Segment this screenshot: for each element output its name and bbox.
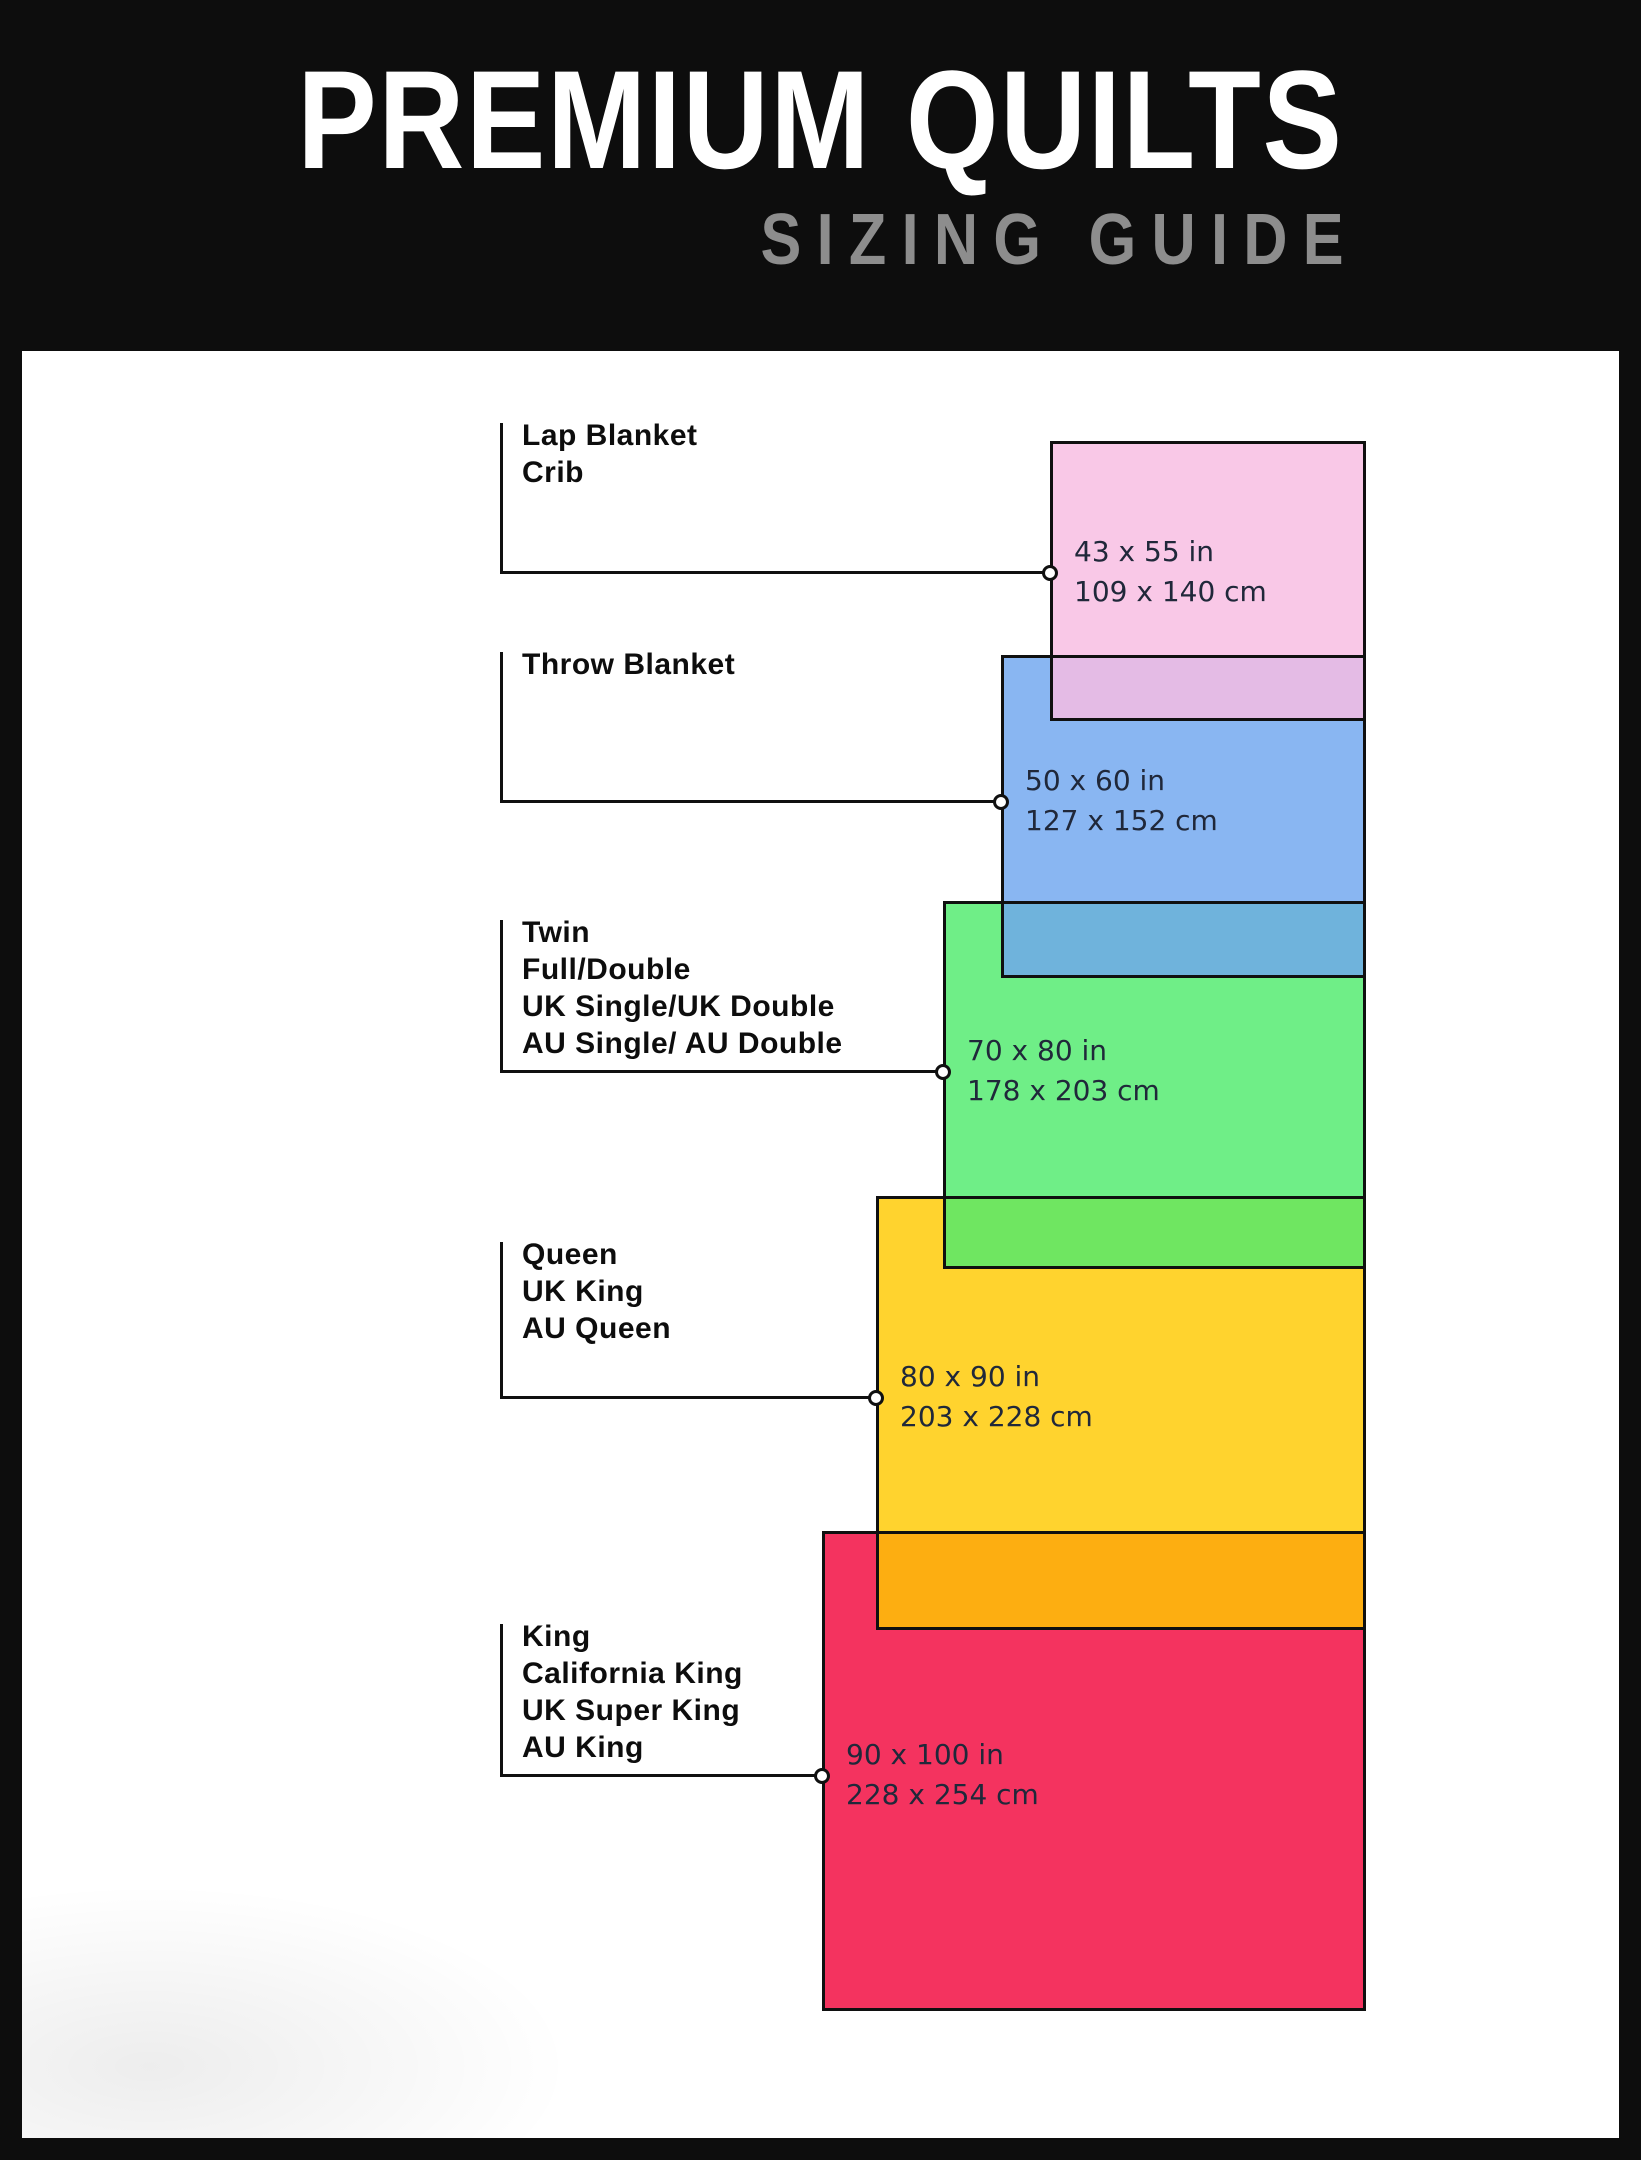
connector-line-horizontal — [500, 1396, 876, 1399]
label-line: UK Single/UK Double — [522, 990, 835, 1023]
connector-dot — [993, 794, 1009, 810]
connector-dot — [814, 1768, 830, 1784]
label-line: California King — [522, 1657, 743, 1690]
page-subtitle: SIZING GUIDE — [760, 200, 1359, 280]
dimension-cm: 127 x 152 cm — [1025, 804, 1218, 837]
connector-line-horizontal — [500, 800, 1001, 803]
connector-line-vertical — [500, 1242, 503, 1398]
connector-line-horizontal — [500, 1070, 943, 1073]
category-label-throw: Throw Blanket — [522, 646, 735, 683]
quilt-rect-throw-outline — [1001, 655, 1366, 978]
header-inner: PREMIUM QUILTS SIZING GUIDE — [297, 46, 1343, 281]
dimensions-lap-crib: 43 x 55 in 109 x 140 cm — [1074, 532, 1267, 612]
label-line: Full/Double — [522, 953, 691, 986]
connector-line-vertical — [500, 652, 503, 802]
connector-dot — [1042, 565, 1058, 581]
dimension-inches: 90 x 100 in — [846, 1738, 1004, 1771]
dimension-cm: 109 x 140 cm — [1074, 575, 1267, 608]
label-line: UK King — [522, 1275, 644, 1308]
connector-line-horizontal — [500, 1774, 822, 1777]
dimensions-king: 90 x 100 in 228 x 254 cm — [846, 1735, 1039, 1815]
label-line: AU King — [522, 1731, 644, 1764]
quilt-rect-lap-crib-outline — [1050, 441, 1366, 721]
label-line: Lap Blanket — [522, 419, 698, 452]
quilt-rect-twin-full-outline — [943, 901, 1366, 1269]
page-title: PREMIUM QUILTS — [297, 41, 1344, 198]
dimension-inches: 43 x 55 in — [1074, 535, 1215, 568]
connector-line-horizontal — [500, 571, 1050, 574]
connector-line-vertical — [500, 1624, 503, 1776]
label-line: Twin — [522, 916, 591, 949]
connector-dot — [935, 1064, 951, 1080]
dimension-inches: 70 x 80 in — [967, 1034, 1108, 1067]
quilt-rect-lap-crib — [1050, 441, 1366, 721]
dimension-cm: 228 x 254 cm — [846, 1778, 1039, 1811]
connector-dot — [868, 1390, 884, 1406]
header: PREMIUM QUILTS SIZING GUIDE — [0, 46, 1641, 281]
dimensions-queen: 80 x 90 in 203 x 228 cm — [900, 1357, 1093, 1437]
category-label-lap-crib: Lap Blanket Crib — [522, 417, 698, 491]
label-line: AU Queen — [522, 1312, 672, 1345]
connector-line-vertical — [500, 920, 503, 1072]
category-label-twin-full: Twin Full/Double UK Single/UK Double AU … — [522, 914, 843, 1062]
dimension-cm: 203 x 228 cm — [900, 1400, 1093, 1433]
label-line: Queen — [522, 1238, 618, 1271]
label-line: King — [522, 1620, 591, 1653]
dimension-inches: 80 x 90 in — [900, 1360, 1041, 1393]
dimension-cm: 178 x 203 cm — [967, 1074, 1160, 1107]
dimensions-throw: 50 x 60 in 127 x 152 cm — [1025, 761, 1218, 841]
sizing-diagram: Lap Blanket Crib 43 x 55 in 109 x 140 cm… — [22, 351, 1619, 2138]
label-line: UK Super King — [522, 1694, 741, 1727]
dimensions-twin-full: 70 x 80 in 178 x 203 cm — [967, 1031, 1160, 1111]
label-line: Crib — [522, 456, 584, 489]
label-line: Throw Blanket — [522, 648, 736, 681]
category-label-king: King California King UK Super King AU Ki… — [522, 1618, 743, 1766]
category-label-queen: Queen UK King AU Queen — [522, 1236, 671, 1347]
quilt-rect-queen-outline — [876, 1196, 1366, 1630]
dimension-inches: 50 x 60 in — [1025, 764, 1166, 797]
connector-line-vertical — [500, 423, 503, 573]
label-line: AU Single/ AU Double — [522, 1027, 843, 1060]
